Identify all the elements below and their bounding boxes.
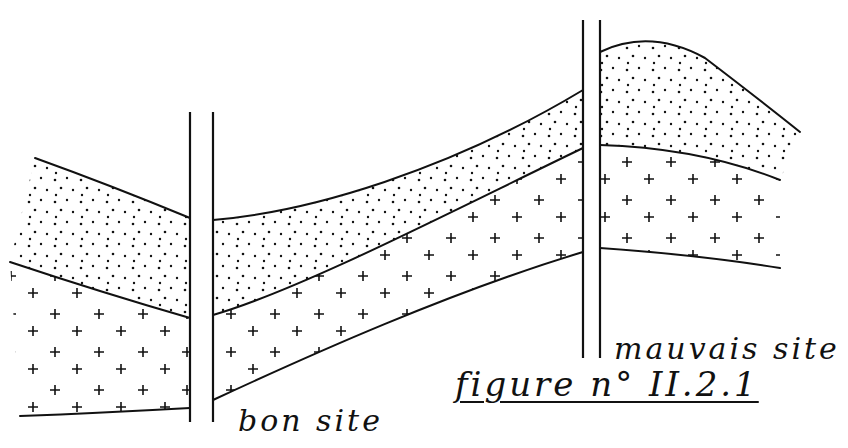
well	[190, 112, 213, 422]
site-label: mauvais site	[614, 332, 840, 365]
site-label: bon site	[238, 404, 383, 437]
well	[583, 20, 600, 358]
figure-caption: figure n° II.2.1	[455, 366, 759, 403]
